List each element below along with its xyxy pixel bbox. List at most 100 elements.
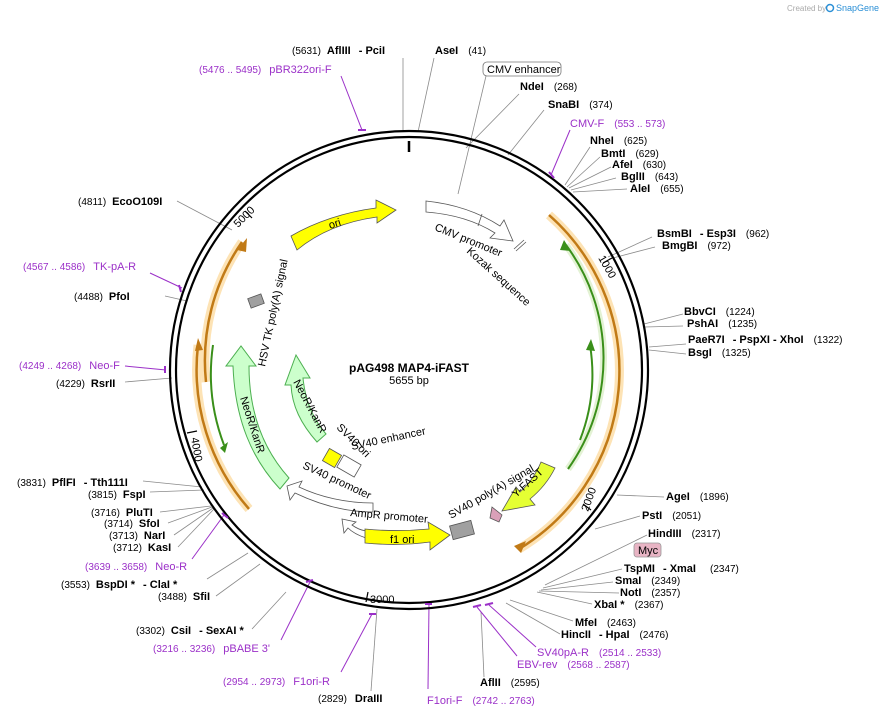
cmv-promoter-arrow xyxy=(425,200,514,242)
site-pfoI[interactable]: (4488)PfoI xyxy=(74,291,130,303)
site-hincII[interactable]: HincII- HpaI(2476) xyxy=(561,629,668,641)
primer-ebv-rev[interactable]: EBV-rev(2568 .. 2587) xyxy=(517,659,630,671)
site-kasI[interactable]: (3712)KasI xyxy=(113,542,171,554)
site-aflIII[interactable]: (5631)AflIII- PciI xyxy=(292,45,385,57)
snapgene-logo-icon xyxy=(825,3,835,13)
site-aflII[interactable]: AflII(2595) xyxy=(480,677,540,689)
myc-box xyxy=(633,542,662,558)
leader-line xyxy=(570,177,617,191)
site-aseI[interactable]: AseI(41) xyxy=(435,45,486,57)
primer-mark xyxy=(178,284,182,293)
feature-neokanr-inner: NeoR/KanR xyxy=(284,353,329,443)
feature-f1-ori: f1 ori xyxy=(364,521,451,551)
leader-line xyxy=(370,608,378,692)
site-bspDI[interactable]: (3553)BspDI *- ClaI * xyxy=(61,579,178,591)
site-pluTI[interactable]: (3716)PluTI xyxy=(91,507,153,519)
orf-left-bottom-arc xyxy=(195,344,250,510)
site-draIII[interactable]: (2829)DraIII xyxy=(318,693,382,705)
site-csiI[interactable]: (3302)CsiI- SexAI * xyxy=(136,625,244,637)
primer-mark xyxy=(548,171,555,179)
leader-line xyxy=(644,325,684,328)
primer-leader xyxy=(488,604,537,648)
backbone-inner-strand xyxy=(174,135,644,605)
leader-line xyxy=(544,534,648,586)
primer-mark xyxy=(472,604,482,608)
site-mfeI[interactable]: MfeI(2463) xyxy=(575,617,636,629)
leader-line xyxy=(608,246,656,260)
hsv-polya-box xyxy=(247,293,265,309)
site-notI[interactable]: NotI(2357) xyxy=(620,587,680,599)
leader-line xyxy=(159,505,212,513)
primer-neo-f[interactable]: (4249 .. 4268)Neo-F xyxy=(19,360,120,372)
leader-line xyxy=(124,377,173,383)
leader-line xyxy=(616,494,665,498)
orf-right xyxy=(514,211,624,553)
primer-f1ori-r[interactable]: (2954 .. 2973)F1ori-R xyxy=(223,676,330,688)
feature-myc: Myc xyxy=(489,506,662,558)
site-snabI[interactable]: SnaBI(374) xyxy=(548,99,613,111)
site-tspMI[interactable]: TspMI- XmaI(2347) xyxy=(624,563,739,575)
leader-line xyxy=(648,349,687,355)
site-nheI[interactable]: NheI(625) xyxy=(590,135,647,147)
site-pstI[interactable]: PstI(2051) xyxy=(642,510,701,522)
primer-sv40pa-r[interactable]: SV40pA-R(2514 .. 2533) xyxy=(537,647,661,659)
leader-line xyxy=(167,506,213,524)
leader-line xyxy=(538,590,620,594)
primer-leader xyxy=(149,272,183,289)
site-ecoO109I[interactable]: (4811)EcoO109I xyxy=(78,196,162,208)
cmv-enhancer-rect xyxy=(482,61,562,77)
site-rsrII[interactable]: (4229)RsrII xyxy=(56,378,115,390)
site-paeR7I[interactable]: PaeR7I- PspXI - XhoI(1322) xyxy=(688,334,843,346)
hsv-polya-label: HSV TK poly(A) signal xyxy=(256,258,290,367)
leader-line xyxy=(465,93,520,149)
kozak-mark-a xyxy=(513,239,525,250)
leader-line xyxy=(542,568,623,589)
myc-label: Myc xyxy=(638,545,659,557)
primer-neo-r[interactable]: (3639 .. 3658)Neo-R xyxy=(85,561,187,573)
primer-f1ori-f[interactable]: F1ori-F(2742 .. 2763) xyxy=(427,695,535,707)
site-bsmBI[interactable]: BsmBI- Esp3I(962) xyxy=(657,228,769,240)
primer-leader xyxy=(124,365,167,371)
orf-left-top-arc xyxy=(203,241,244,383)
site-hindIII[interactable]: HindIII(2317) xyxy=(648,528,721,540)
leader-line xyxy=(594,515,641,530)
site-xbaI[interactable]: XbaI *(2367) xyxy=(594,599,663,611)
leader-line xyxy=(607,236,653,258)
site-fspI[interactable]: (3815)FspI xyxy=(88,489,146,501)
primer-cmv-f[interactable]: CMV-F(553 .. 573) xyxy=(570,118,665,130)
leader-line xyxy=(536,591,593,605)
leader-line xyxy=(643,313,684,325)
site-ndeI[interactable]: NdeI(268) xyxy=(520,81,577,93)
primer-leader xyxy=(280,581,311,641)
site-ageI[interactable]: AgeI(1896) xyxy=(666,491,729,503)
leader-line xyxy=(149,489,205,493)
tick-2000 xyxy=(582,503,592,511)
ori-arrow xyxy=(290,199,397,251)
site-bmgBI[interactable]: BmgBI(972) xyxy=(662,240,731,252)
leader-line xyxy=(206,552,249,580)
site-bsgI[interactable]: BsgI(1325) xyxy=(688,347,751,359)
site-pflFI[interactable]: (3831)PflFI- Tth111I xyxy=(17,477,128,489)
primer-pbabe-3[interactable]: (3216 .. 3236)pBABE 3' xyxy=(153,643,270,655)
ampr-promoter-label: AmpR promoter xyxy=(350,507,429,526)
primer-mark xyxy=(305,579,314,583)
leader-line xyxy=(507,109,545,156)
leader-line xyxy=(564,146,591,186)
site-narI[interactable]: (3713)NarI xyxy=(109,530,165,542)
primer-tk-pa-r[interactable]: (4567 .. 4586)TK-pA-R xyxy=(23,261,136,273)
site-sfiI[interactable]: (3488)SfiI xyxy=(158,591,210,603)
site-bglII[interactable]: BglII(643) xyxy=(621,171,678,183)
site-afeI[interactable]: AfeI(630) xyxy=(612,159,666,171)
green-orf-inner-arrowhead xyxy=(586,339,595,351)
site-sfoI[interactable]: (3714)SfoI xyxy=(104,518,160,530)
site-bmtI[interactable]: BmtI(629) xyxy=(601,148,659,160)
leader-line xyxy=(176,200,233,231)
leader-line xyxy=(142,480,203,488)
site-bbvCI[interactable]: BbvCI(1224) xyxy=(684,306,755,318)
site-aleI[interactable]: AleI(655) xyxy=(630,183,684,195)
plasmid-length: 5655 bp xyxy=(389,375,429,387)
site-pshAI[interactable]: PshAI(1235) xyxy=(687,318,757,330)
site-smaI[interactable]: SmaI(2349) xyxy=(615,575,680,587)
primer-pbr322ori-f[interactable]: (5476 .. 5495)pBR322ori-F xyxy=(199,64,332,76)
primer-labels: (5476 .. 5495)pBR322ori-F CMV-F(553 .. 5… xyxy=(19,64,665,707)
